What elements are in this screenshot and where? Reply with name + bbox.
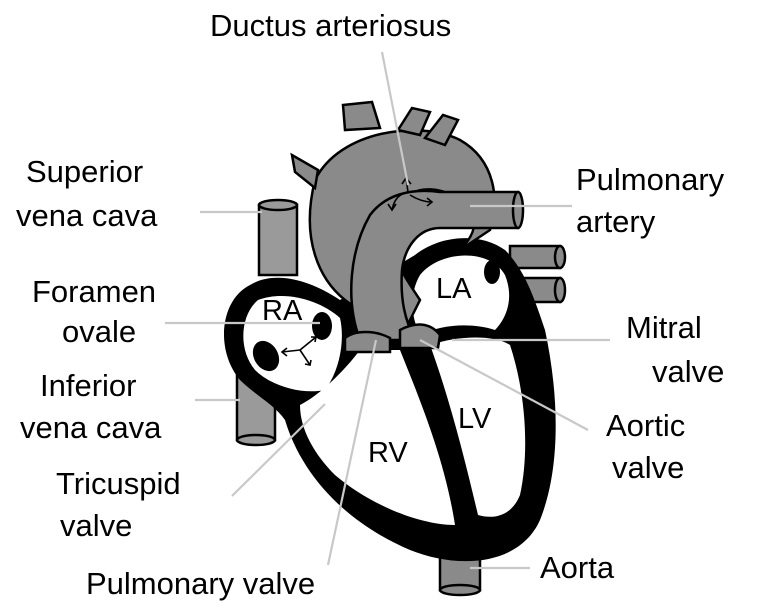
label-inferior-vena-cava-line1: Inferior <box>40 368 136 403</box>
label-mitral-valve-line2: valve <box>652 354 724 389</box>
label-pulmonary-artery-line2: artery <box>576 204 656 239</box>
label-superior-vena-cava-line2: vena cava <box>16 198 158 233</box>
label-ductus-arteriosus: Ductus arteriosus <box>210 8 451 43</box>
label-aortic-valve-line2: valve <box>612 450 684 485</box>
label-mitral-valve-line1: Mitral <box>626 310 702 345</box>
chamber-label-ra: RA <box>262 295 303 327</box>
superior-vena-cava-vessel <box>259 200 297 275</box>
chamber-label-la: LA <box>436 273 472 305</box>
label-aortic-valve-line1: Aortic <box>606 408 685 443</box>
label-superior-vena-cava-line1: Superior <box>26 154 143 189</box>
label-foramen-ovale-line1: Foramen <box>32 274 156 309</box>
label-pulmonary-artery-line1: Pulmonary <box>576 162 725 197</box>
label-aorta: Aorta <box>540 550 615 585</box>
label-pulmonary-valve: Pulmonary valve <box>86 566 315 601</box>
label-inferior-vena-cava-line2: vena cava <box>20 410 162 445</box>
label-tricuspid-valve-line1: Tricuspid <box>56 466 181 501</box>
label-tricuspid-valve-line2: valve <box>60 508 132 543</box>
chamber-label-lv: LV <box>458 403 492 435</box>
label-foramen-ovale-line2: ovale <box>62 314 136 349</box>
chamber-label-rv: RV <box>368 437 408 469</box>
pulmonary-vein-opening <box>484 260 500 284</box>
foramen-ovale-opening <box>312 312 332 340</box>
